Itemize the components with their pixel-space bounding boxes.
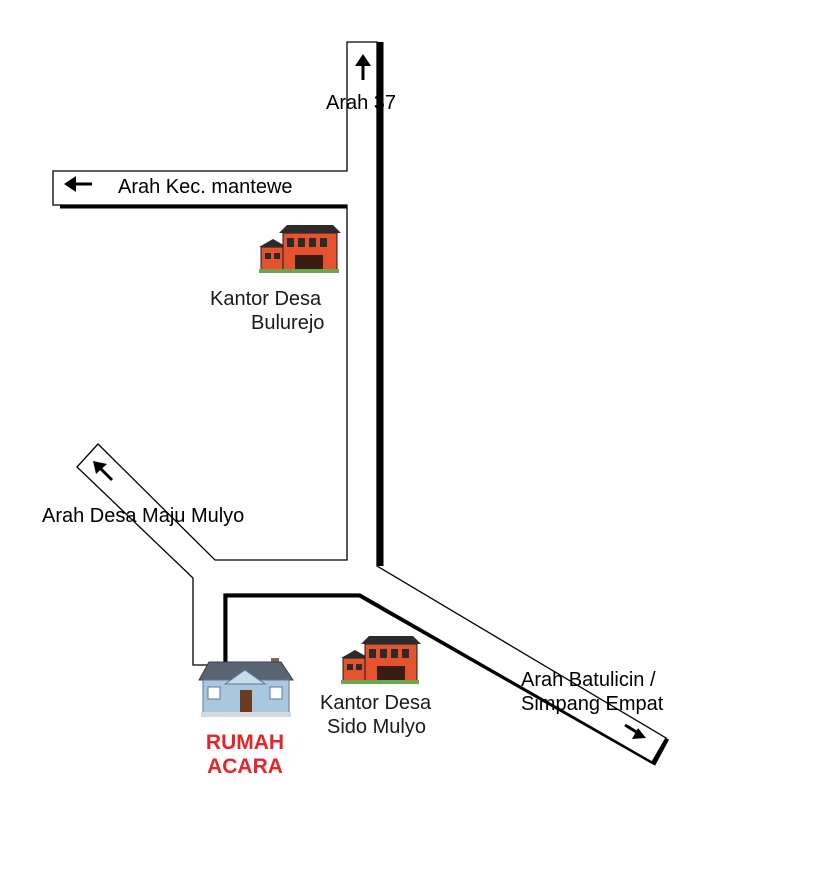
- label-southeast-line2: Simpang Empat: [521, 693, 664, 715]
- landmark-bulurejo-line1: Kantor Desa: [210, 288, 322, 310]
- house-icon: [198, 658, 294, 717]
- arrow-down-right-icon: [624, 723, 646, 739]
- landmark-sido-mulyo: Kantor Desa Sido Mulyo: [320, 636, 432, 738]
- road-network: [52, 41, 670, 766]
- label-west: Arah Kec. mantewe: [118, 176, 293, 198]
- road-labels: Arah 37 Arah Kec. mantewe Arah Desa Maju…: [42, 92, 664, 715]
- venue-label-line2: ACARA: [207, 755, 283, 778]
- venue-rumah-acara: RUMAH ACARA: [198, 658, 294, 778]
- road-body: [52, 41, 667, 763]
- landmark-sido-mulyo-line1: Kantor Desa: [320, 692, 432, 714]
- label-northwest: Arah Desa Maju Mulyo: [42, 505, 244, 527]
- arrow-left-icon: [64, 176, 92, 192]
- office-building-icon: [341, 636, 421, 684]
- arrow-up-icon: [355, 54, 371, 80]
- direction-arrows: [64, 54, 646, 739]
- arrow-up-left-icon: [93, 461, 114, 482]
- label-southeast-line1: Arah Batulicin /: [521, 669, 656, 691]
- landmark-sido-mulyo-line2: Sido Mulyo: [327, 716, 426, 738]
- office-building-icon: [259, 225, 341, 273]
- landmark-bulurejo-line2: Bulurejo: [251, 312, 324, 334]
- landmark-bulurejo: Kantor Desa Bulurejo: [210, 225, 341, 334]
- label-north: Arah 37: [326, 92, 396, 114]
- venue-label-line1: RUMAH: [206, 731, 284, 754]
